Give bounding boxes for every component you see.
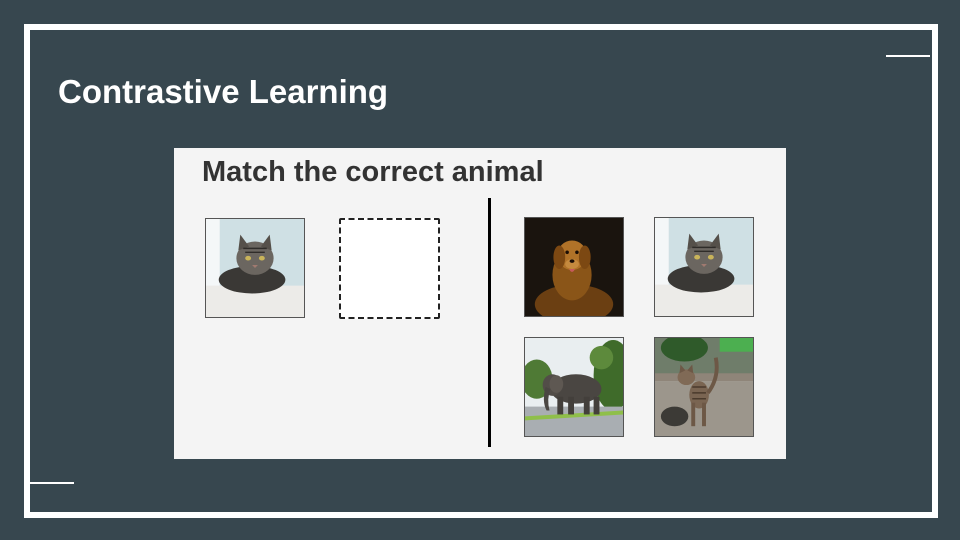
matching-panel: Match the correct animal [174, 148, 786, 459]
cat-photo-icon [655, 218, 753, 316]
slide-frame [24, 24, 938, 518]
panel-divider [488, 198, 491, 447]
accent-line-bottom [30, 482, 74, 484]
option-dog-image[interactable] [524, 217, 624, 317]
option-cat-street-image[interactable] [654, 337, 754, 437]
cat-photo-icon [206, 219, 304, 317]
option-elephant-image[interactable] [524, 337, 624, 437]
elephant-photo-icon [525, 338, 623, 436]
cat-photo-icon [655, 338, 753, 436]
dog-photo-icon [525, 218, 623, 316]
query-cat-image[interactable] [205, 218, 305, 318]
slide-title: Contrastive Learning [58, 73, 389, 110]
option-cat-image[interactable] [654, 217, 754, 317]
panel-heading: Match the correct animal [202, 156, 544, 188]
answer-drop-zone[interactable] [339, 218, 440, 319]
accent-line-top [886, 55, 930, 57]
